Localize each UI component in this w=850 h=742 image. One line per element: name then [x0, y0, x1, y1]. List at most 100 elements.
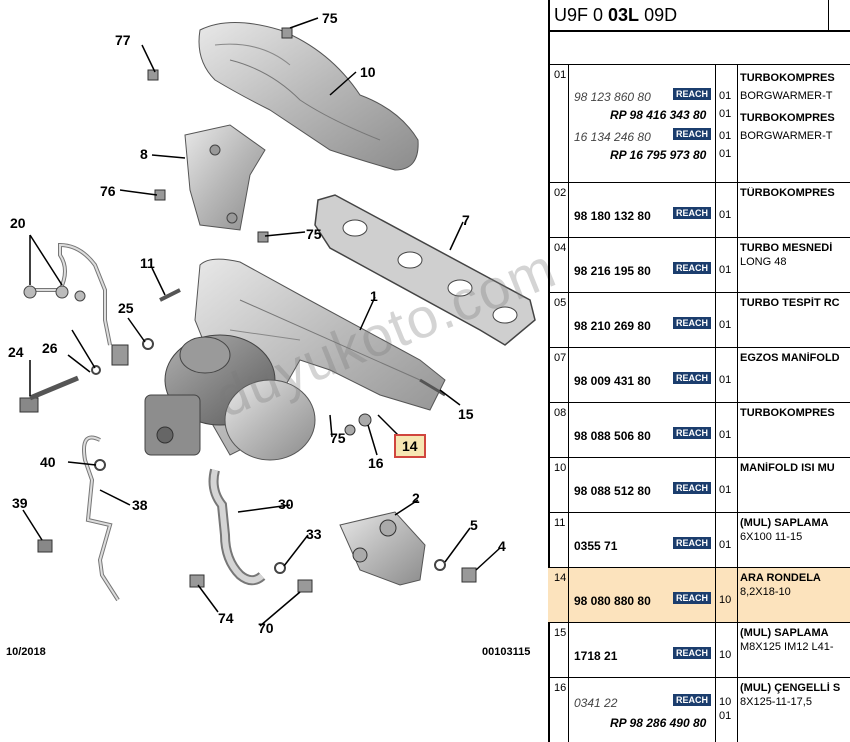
header-prefix: U9F 0 [554, 5, 609, 25]
description-title: (MUL) SAPLAMA [740, 627, 829, 639]
callout-24[interactable]: 24 [8, 344, 24, 360]
callout-77[interactable]: 77 [115, 32, 131, 48]
callout-16[interactable]: 16 [368, 455, 384, 471]
reach-badge: REACH [673, 207, 711, 219]
quantity: 10 [719, 696, 732, 708]
quantity: 01 [719, 264, 732, 276]
col-line-1 [568, 64, 569, 742]
part-reference: 98 009 431 80 [574, 374, 651, 388]
diagram-date: 10/2018 [6, 646, 46, 658]
callout-70[interactable]: 70 [258, 620, 274, 636]
row-number: 10 [554, 462, 567, 474]
reach-badge: REACH [673, 317, 711, 329]
row-number: 04 [554, 242, 567, 254]
quantity: 01 [719, 374, 732, 386]
reach-badge: REACH [673, 427, 711, 439]
quantity: 01 [719, 130, 732, 142]
description-title: TURBOKOMPRES [740, 407, 835, 419]
description-detail: BORGWARMER-T [740, 90, 833, 102]
reach-badge: REACH [673, 647, 711, 659]
callout-75[interactable]: 75 [330, 430, 346, 446]
callout-33[interactable]: 33 [306, 526, 322, 542]
callout-11[interactable]: 11 [140, 255, 155, 271]
row-number: 01 [554, 69, 567, 81]
description-detail: LONG 48 [740, 256, 787, 268]
row-number: 05 [554, 297, 567, 309]
description-title: TURBO MESNEDİ [740, 242, 833, 254]
description-title: TÜRBOKOMPRES [740, 187, 835, 199]
description-title: MANİFOLD ISI MU [740, 462, 835, 474]
callout-30[interactable]: 30 [278, 496, 294, 512]
callout-2[interactable]: 2 [412, 490, 420, 506]
callout-4[interactable]: 4 [498, 538, 506, 554]
coolant-pipe-part [208, 468, 266, 586]
row-number: 16 [554, 682, 567, 694]
description-detail: M8X125 IM12 L41- [740, 641, 834, 653]
description-title: TURBOKOMPRES [740, 72, 835, 84]
col-line-3 [737, 64, 738, 742]
callout-1[interactable]: 1 [370, 288, 378, 304]
quantity: 01 [719, 148, 732, 160]
gasket-part [314, 194, 536, 346]
reach-badge: REACH [673, 537, 711, 549]
callout-20[interactable]: 20 [10, 215, 26, 231]
quantity: 01 [719, 319, 732, 331]
reach-badge: REACH [673, 482, 711, 494]
callout-76[interactable]: 76 [100, 183, 116, 199]
diagram-code: 00103115 [482, 646, 531, 658]
quantity: 01 [719, 209, 732, 221]
bracket-part [184, 124, 266, 231]
callout-15[interactable]: 15 [458, 406, 474, 422]
row-number: 07 [554, 352, 567, 364]
description-detail: 6X100 11-15 [740, 531, 803, 543]
part-reference: 98 088 512 80 [574, 484, 651, 498]
table-header: U9F 0 03L 09D [548, 0, 850, 30]
diagram-drawing [19, 17, 536, 627]
callout-5[interactable]: 5 [470, 517, 478, 533]
row-number: 14 [554, 572, 567, 584]
callout-8[interactable]: 8 [140, 146, 148, 162]
quantity: 10 [719, 594, 732, 606]
part-reference: 16 134 246 80 [574, 130, 651, 144]
quantity-secondary: 01 [719, 710, 732, 722]
callout-75[interactable]: 75 [306, 226, 322, 242]
replacement-reference: RP 16 795 973 80 [610, 148, 707, 162]
description-detail: 8X125-11-17,5 [740, 696, 812, 708]
row-number: 08 [554, 407, 567, 419]
callout-75[interactable]: 75 [322, 10, 338, 26]
quantity: 01 [719, 429, 732, 441]
replacement-reference: RP 98 286 490 80 [610, 716, 707, 730]
callout-39[interactable]: 39 [12, 495, 28, 511]
callout-40[interactable]: 40 [40, 454, 56, 470]
reach-badge: REACH [673, 128, 711, 140]
description-detail: BORGWARMER-T [740, 130, 833, 142]
quantity: 01 [719, 108, 732, 120]
callout-38[interactable]: 38 [132, 497, 148, 513]
description-title: (MUL) SAPLAMA [740, 517, 829, 529]
part-reference: 98 123 860 80 [574, 90, 651, 104]
part-reference: 98 216 195 80 [574, 264, 651, 278]
callout-74[interactable]: 74 [218, 610, 234, 626]
description-title: TURBOKOMPRES [740, 112, 835, 124]
callout-10[interactable]: 10 [360, 64, 376, 80]
part-reference: 1718 21 [574, 649, 618, 663]
row-number: 15 [554, 627, 567, 639]
part-reference: 98 210 269 80 [574, 319, 651, 333]
callout-26[interactable]: 26 [42, 340, 58, 356]
callout-14-highlighted[interactable]: 14 [394, 434, 426, 458]
part-reference: 98 180 132 80 [574, 209, 651, 223]
callout-25[interactable]: 25 [118, 300, 134, 316]
callout-7[interactable]: 7 [462, 212, 470, 228]
